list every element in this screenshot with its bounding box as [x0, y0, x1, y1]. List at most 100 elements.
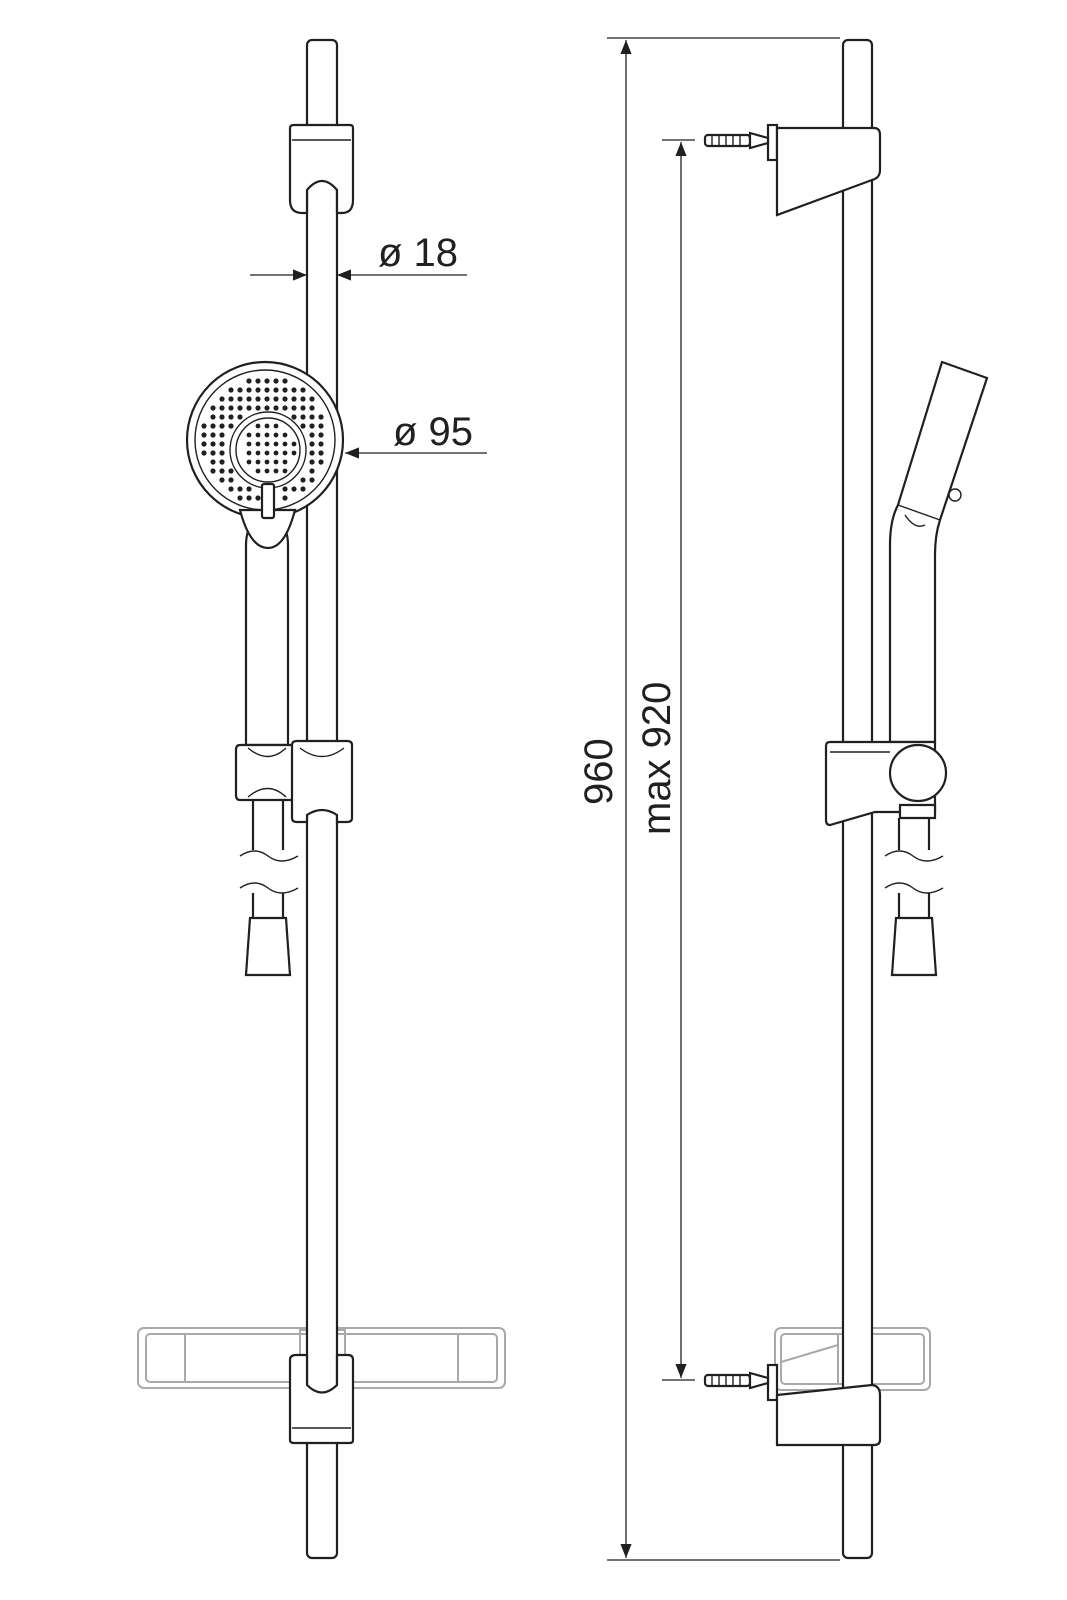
nozzle-dot	[282, 459, 288, 465]
side-view: 960 max 920	[577, 37, 989, 1561]
nozzle-dot	[255, 459, 261, 465]
nozzle-dot	[291, 450, 297, 456]
nozzle-dot	[264, 468, 270, 474]
nozzle-dot	[246, 486, 252, 492]
nozzle-dot	[282, 495, 288, 501]
bracket-spacing-dimension: max 920	[635, 139, 695, 1381]
nozzle-dot	[273, 423, 279, 429]
nozzle-dot	[201, 450, 207, 456]
nozzle-dot	[273, 468, 279, 474]
wall-screw-top	[703, 131, 770, 150]
slider-front	[234, 739, 354, 824]
nozzle-dot	[255, 468, 261, 474]
nozzle-dot	[255, 450, 261, 456]
nozzle-dot	[309, 441, 315, 447]
nozzle-dot	[228, 405, 234, 411]
nozzle-dot	[210, 432, 216, 438]
nozzle-dot	[219, 423, 225, 429]
nozzle-dot	[201, 432, 207, 438]
nozzle-dot	[309, 468, 315, 474]
nozzle-dot	[264, 423, 270, 429]
nozzle-dot	[300, 423, 306, 429]
nozzle-dot	[273, 441, 279, 447]
slider-side	[824, 740, 948, 827]
nozzle-dot	[309, 450, 315, 456]
nozzle-dot	[282, 387, 288, 393]
front-view: ø 18 ø 95	[137, 38, 506, 1560]
nozzle-dot	[237, 486, 243, 492]
top-bracket-front	[288, 123, 355, 215]
nozzle-dot	[273, 387, 279, 393]
nozzle-dot	[291, 486, 297, 492]
nozzle-dot	[318, 441, 324, 447]
nozzle-dot	[291, 441, 297, 447]
rail-diameter-label: ø 18	[378, 231, 458, 275]
hose-front	[239, 800, 299, 977]
nozzle-dot	[246, 459, 252, 465]
nozzle-dot	[246, 387, 252, 393]
nozzle-dot	[282, 441, 288, 447]
nozzle-dot	[219, 450, 225, 456]
nozzle-dot	[246, 450, 252, 456]
nozzle-dot	[237, 414, 243, 420]
nozzle-dot	[219, 477, 225, 483]
nozzle-dot	[246, 405, 252, 411]
nozzle-dot	[309, 459, 315, 465]
nozzle-dot	[282, 450, 288, 456]
nozzle-dot	[255, 405, 261, 411]
nozzle-dot	[246, 441, 252, 447]
nozzle-dot	[219, 396, 225, 402]
hand-shower-side	[888, 360, 989, 744]
nozzle-dot	[228, 477, 234, 483]
nozzle-dot	[282, 405, 288, 411]
nozzle-dot	[210, 459, 216, 465]
nozzle-dot	[273, 450, 279, 456]
nozzle-dot	[210, 468, 216, 474]
nozzle-dot	[219, 468, 225, 474]
nozzle-dot	[219, 414, 225, 420]
nozzle-dot	[264, 387, 270, 393]
nozzle-dot	[300, 387, 306, 393]
nozzle-dot	[246, 495, 252, 501]
nozzle-dot	[282, 432, 288, 438]
shower-head-front	[185, 360, 345, 550]
nozzle-dot	[237, 495, 243, 501]
nozzle-dot	[291, 405, 297, 411]
nozzle-dot	[210, 405, 216, 411]
head-diameter-label: ø 95	[393, 410, 473, 454]
bracket-spacing-label: max 920	[635, 682, 679, 835]
nozzle-dot	[309, 405, 315, 411]
nozzle-dot	[264, 378, 270, 384]
nozzle-dot	[201, 441, 207, 447]
total-height-label: 960	[577, 738, 621, 805]
nozzle-dot	[237, 405, 243, 411]
nozzle-dot	[246, 396, 252, 402]
nozzle-dot	[264, 459, 270, 465]
nozzle-dot	[318, 432, 324, 438]
nozzle-dot	[264, 450, 270, 456]
nozzle-dot	[282, 378, 288, 384]
nozzle-dot	[210, 414, 216, 420]
nozzle-dot	[309, 414, 315, 420]
rail-diameter-dimension: ø 18	[250, 231, 467, 281]
nozzle-dot	[309, 477, 315, 483]
nozzle-dot	[291, 387, 297, 393]
bottom-bracket-side	[703, 1363, 882, 1447]
nozzle-dot	[273, 432, 279, 438]
nozzle-dot	[219, 405, 225, 411]
nozzle-dot	[282, 486, 288, 492]
hose-side	[884, 818, 944, 977]
head-diameter-dimension: ø 95	[345, 410, 487, 459]
nozzle-dot	[318, 459, 324, 465]
nozzle-dot	[318, 450, 324, 456]
nozzle-dot	[309, 432, 315, 438]
nozzle-dot	[264, 405, 270, 411]
nozzle-dot	[264, 441, 270, 447]
nozzle-dot	[246, 432, 252, 438]
nozzle-dot	[282, 468, 288, 474]
nozzle-dot	[300, 486, 306, 492]
nozzle-dot	[291, 396, 297, 402]
nozzle-dot	[300, 477, 306, 483]
nozzle-dot	[228, 396, 234, 402]
nozzle-dot	[264, 432, 270, 438]
